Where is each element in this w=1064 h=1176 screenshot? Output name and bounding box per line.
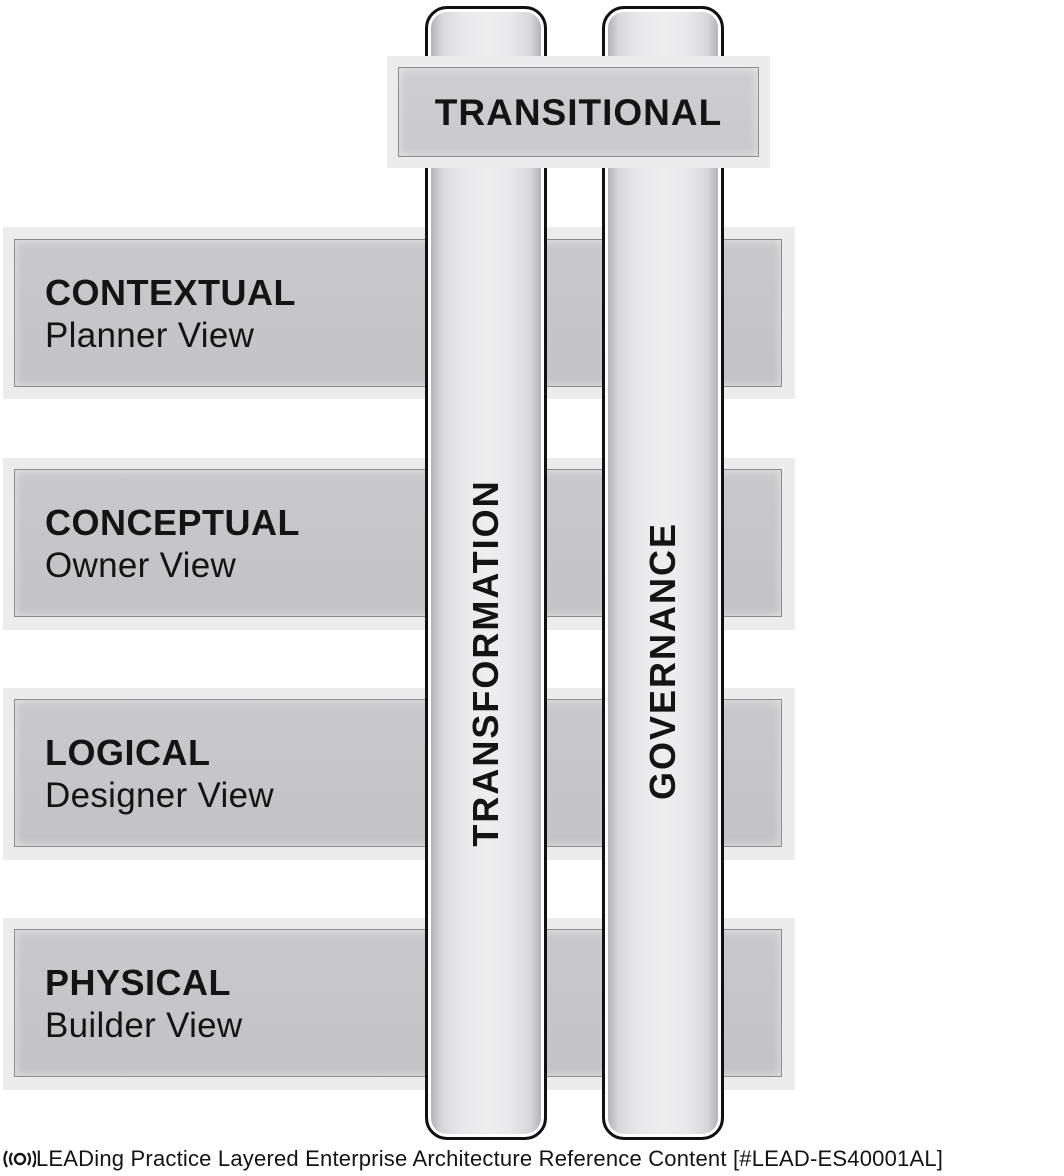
layer-title: CONCEPTUAL	[45, 502, 300, 543]
pillar-governance: GOVERNANCE	[602, 6, 724, 1140]
transitional-banner: TRANSITIONAL	[398, 67, 759, 157]
lead-logo-icon	[2, 1146, 36, 1172]
layer-subtitle: Planner View	[45, 316, 255, 355]
pillar-transformation: TRANSFORMATION	[425, 6, 547, 1140]
layer-subtitle: Builder View	[45, 1006, 243, 1045]
layer-subtitle: Owner View	[45, 546, 237, 585]
footer-credit: LEADing Practice Layered Enterprise Arch…	[2, 1146, 1064, 1172]
layer-title: LOGICAL	[45, 732, 211, 773]
layer-subtitle: Designer View	[45, 776, 274, 815]
footer-text: ing Practice Layered Enterprise Architec…	[94, 1146, 944, 1171]
banner-label: TRANSITIONAL	[434, 92, 723, 133]
layer-title: PHYSICAL	[45, 962, 232, 1003]
pillar-label: GOVERNANCE	[642, 521, 683, 801]
layer-title: CONTEXTUAL	[45, 272, 296, 313]
pillar-label: TRANSFORMATION	[465, 479, 506, 847]
footer-logo-text: LEAD	[36, 1146, 95, 1171]
